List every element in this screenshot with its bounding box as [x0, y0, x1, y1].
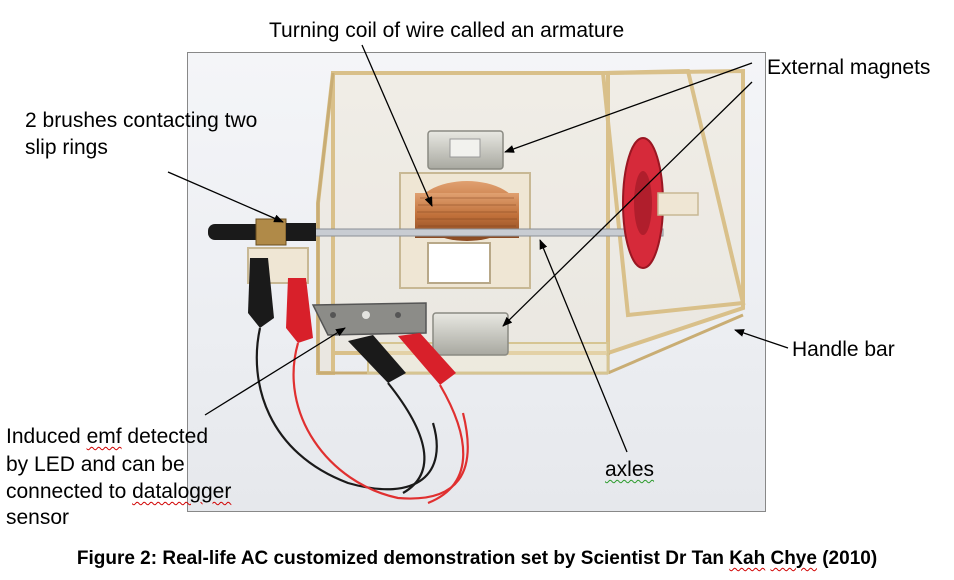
red-gear — [622, 137, 664, 269]
label-brushes-line1: 2 brushes contacting two — [25, 109, 258, 132]
label-external-magnets: External magnets — [767, 56, 931, 79]
arrow-led — [204, 327, 346, 416]
label-emf-line3: connected to datalogger — [6, 480, 232, 503]
label-brushes-line2: slip rings — [25, 136, 108, 159]
label-emf-line2: by LED and can be — [6, 453, 185, 476]
arrow-top-magnet — [504, 62, 753, 153]
apparatus-illustration — [208, 68, 746, 505]
arrow-brushes — [167, 171, 284, 223]
label-emf-line1: Induced emf detected — [6, 425, 208, 448]
arrow-handle — [734, 329, 789, 349]
led-block — [311, 302, 427, 336]
label-armature: Turning coil of wire called an armature — [269, 19, 625, 42]
top-magnet — [427, 130, 504, 170]
figure-caption: Figure 2: Real-life AC customized demons… — [76, 548, 878, 569]
label-axles: axles — [605, 458, 655, 481]
label-emf-line4: sensor — [6, 506, 70, 529]
arrow-armature — [361, 44, 433, 207]
arrow-bottom-magnet — [502, 81, 753, 327]
label-handle-bar: Handle bar — [792, 338, 895, 361]
apparatus-photo — [187, 52, 766, 512]
arrow-axles — [539, 239, 628, 453]
crocodile-clips — [248, 258, 456, 385]
bottom-magnet — [432, 312, 509, 356]
